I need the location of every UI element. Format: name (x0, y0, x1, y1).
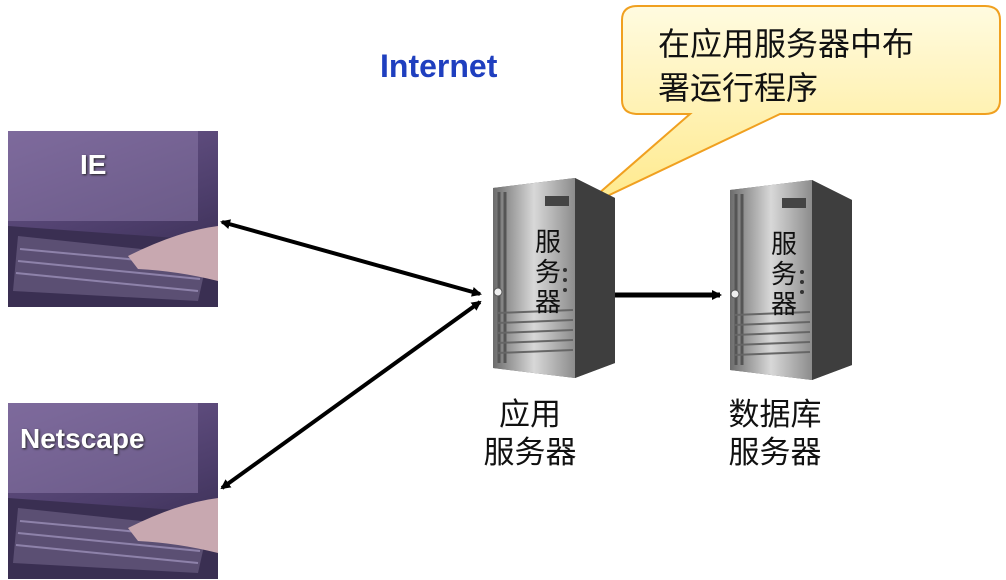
callout-text: 在应用服务器中布 署运行程序 (658, 22, 968, 110)
client-label-ie: IE (80, 149, 107, 180)
client-label-netscape: Netscape (20, 423, 145, 454)
db-server-tower (730, 180, 852, 380)
laptop-image (8, 131, 218, 307)
app-server-caption: 应用 服务器 (483, 397, 577, 471)
internet-label: Internet (380, 48, 498, 84)
laptop-image (8, 403, 218, 579)
callout-line-1: 在应用服务器中布 (658, 25, 915, 63)
arrow-ie-to-app-server (220, 219, 482, 297)
client-laptop-ie: IE (8, 131, 218, 307)
client-laptop-netscape: Netscape (8, 403, 218, 579)
db-server-caption: 数据库 服务器 (728, 397, 822, 471)
callout-line-2: 署运行程序 (658, 69, 819, 107)
callout-shape (581, 5, 1001, 209)
app-server-tower-text: 服 务 器 (534, 228, 561, 318)
arrow-netscape-to-app-server (220, 300, 482, 490)
db-server-tower-text: 服 务 器 (770, 230, 797, 320)
app-server-tower (493, 178, 615, 378)
